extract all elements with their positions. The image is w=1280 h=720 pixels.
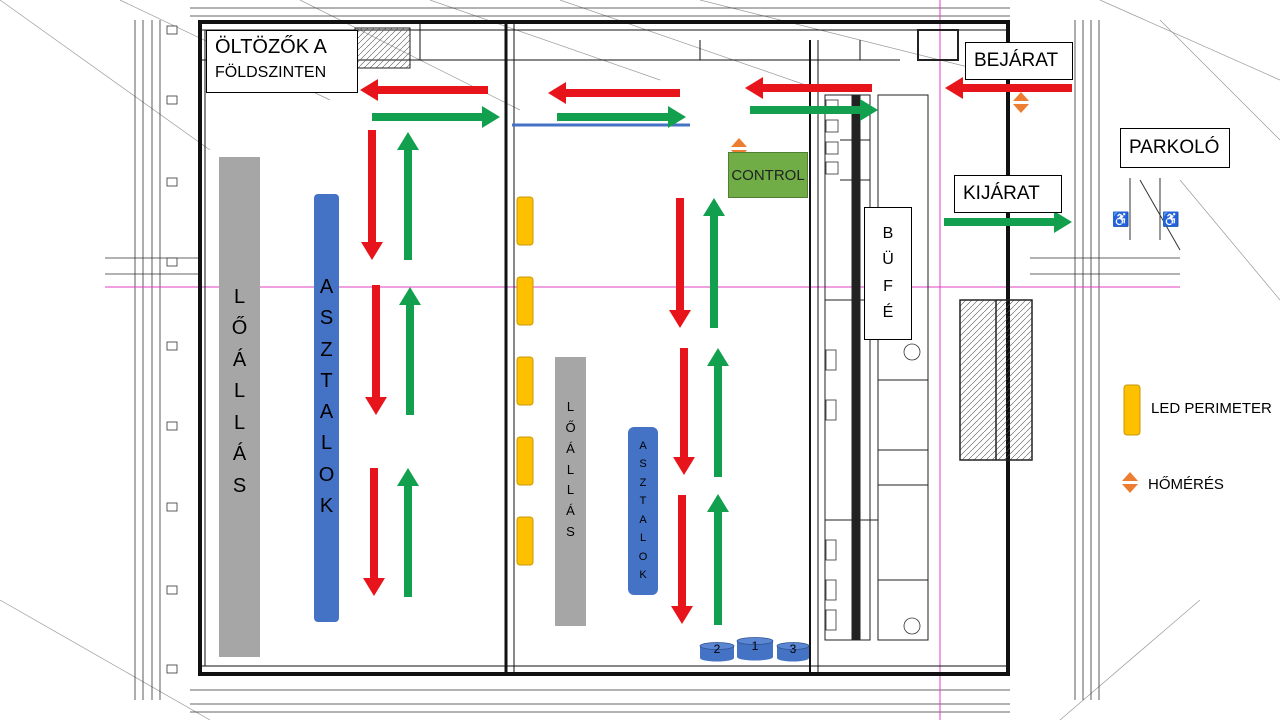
tables-letter: T xyxy=(639,495,647,508)
tables-letter: K xyxy=(319,494,334,517)
podium-step-base xyxy=(700,654,734,662)
tables-letter: O xyxy=(638,550,648,563)
flow-arrow-out xyxy=(548,82,680,104)
shooting-letter: L xyxy=(233,411,246,434)
podium-step xyxy=(737,641,773,657)
locker-room-subtitle: FÖLDSZINTEN xyxy=(215,64,327,81)
tables-letter: A xyxy=(639,513,647,526)
tables-letter: S xyxy=(639,458,647,471)
flow-arrow-up xyxy=(397,468,419,597)
shooting-letter: L xyxy=(566,398,575,414)
tables-letter: S xyxy=(319,307,334,330)
tables-mid: A S Z T A L O K xyxy=(628,427,658,595)
magenta-lines xyxy=(105,0,1180,720)
shooting-letter: Á xyxy=(232,443,247,465)
exit-label: KIJÁRAT xyxy=(954,175,1062,213)
podium-step-base xyxy=(737,653,773,661)
flow-arrow-up xyxy=(703,198,725,328)
tables-letter: A xyxy=(319,276,334,299)
tables-letter: L xyxy=(320,432,333,455)
top-bottom-dimension-lines xyxy=(190,7,1010,713)
flow-arrow-down xyxy=(673,348,695,475)
shooting-letter: L xyxy=(233,380,246,402)
tables-letter: K xyxy=(639,569,647,582)
flow-arrow-in xyxy=(750,99,878,121)
shooting-letter: Ő xyxy=(565,419,576,435)
shooting-letter: Ő xyxy=(231,317,248,339)
entrance-label: BEJÁRAT xyxy=(965,42,1073,80)
tables-letter: Z xyxy=(639,476,647,489)
flow-arrow-in xyxy=(557,106,686,128)
shooting-letter: L xyxy=(233,285,246,308)
thermometer-marker-icon xyxy=(1122,472,1138,493)
shooting-letter: S xyxy=(232,474,247,497)
shooting-letter: Á xyxy=(566,503,575,519)
legend-thermo-label: HŐMÉRÉS xyxy=(1148,476,1224,493)
buffet-letter: É xyxy=(882,303,894,321)
shooting-letter: Á xyxy=(566,440,575,456)
podium-step-top xyxy=(776,642,810,650)
wheelchair-icon: ♿ xyxy=(1112,211,1129,228)
left-dimension-lines xyxy=(105,20,200,700)
parking-label: PARKOLÓ xyxy=(1120,128,1230,168)
podium-place-2: 2 xyxy=(713,642,721,656)
shooting-area-mid: L Ő Á L L Á S xyxy=(555,357,586,626)
tables-letter: Z xyxy=(320,338,333,361)
flow-arrow-up xyxy=(707,494,729,625)
podium-place-3: 3 xyxy=(789,642,797,656)
left-grid-markers xyxy=(166,25,178,674)
buffet-label: B Ü F É xyxy=(864,207,912,340)
shooting-letter: Á xyxy=(232,348,247,371)
flow-arrow-out xyxy=(945,77,1072,99)
shooting-area-left: L Ő Á L L Á S xyxy=(219,157,260,657)
flow-arrow-down xyxy=(363,468,385,596)
led-perimeter-markers xyxy=(516,196,534,566)
control-room: CONTROL xyxy=(728,152,808,198)
podium-step-top xyxy=(699,642,735,650)
tables-left: A S Z T A L O K xyxy=(314,194,339,622)
flow-arrow-in xyxy=(944,211,1072,233)
podium-step-base xyxy=(777,654,809,662)
thermometer-marker-icon xyxy=(1013,92,1029,113)
locker-room-label: ÖLTÖZŐK A FÖLDSZINTEN xyxy=(206,30,358,93)
flow-arrow-down xyxy=(669,198,691,328)
podium xyxy=(699,637,810,662)
flow-arrow-in xyxy=(372,106,500,128)
tables-letter: O xyxy=(318,463,335,486)
podium-step-top xyxy=(736,637,774,645)
tables-letter: T xyxy=(320,369,333,392)
locker-room-title: ÖLTÖZŐK A xyxy=(215,36,327,58)
shooting-letter: L xyxy=(566,461,575,477)
shooting-letter: S xyxy=(566,524,575,540)
wheelchair-icon: ♿ xyxy=(1162,211,1179,228)
tables-letter: A xyxy=(319,401,334,424)
buffet-letter: Ü xyxy=(882,251,894,269)
shooting-letter: L xyxy=(566,482,575,498)
flow-arrow-out xyxy=(360,79,488,101)
buffet-letter: F xyxy=(883,277,893,295)
flow-arrow-up xyxy=(397,132,419,260)
flow-arrow-out xyxy=(745,77,872,99)
podium-place-1: 1 xyxy=(751,639,759,653)
flow-arrow-up xyxy=(399,287,421,415)
service-fixtures xyxy=(825,99,921,635)
flow-arrow-down xyxy=(671,495,693,624)
flow-arrow-down xyxy=(365,285,387,415)
flow-arrow-up xyxy=(707,348,729,477)
tables-letter: L xyxy=(639,532,647,545)
service-rooms xyxy=(824,29,959,641)
top-stair xyxy=(354,27,411,69)
flow-arrows xyxy=(360,77,1072,625)
led-perimeter-icon xyxy=(1123,384,1141,436)
legend-led-label: LED PERIMETER xyxy=(1151,400,1272,417)
parking-lines xyxy=(1129,178,1181,251)
buffet-letter: B xyxy=(882,225,894,243)
tables-letter: A xyxy=(639,439,647,452)
flow-arrow-down xyxy=(361,130,383,260)
right-dimension-lines xyxy=(1030,20,1180,700)
